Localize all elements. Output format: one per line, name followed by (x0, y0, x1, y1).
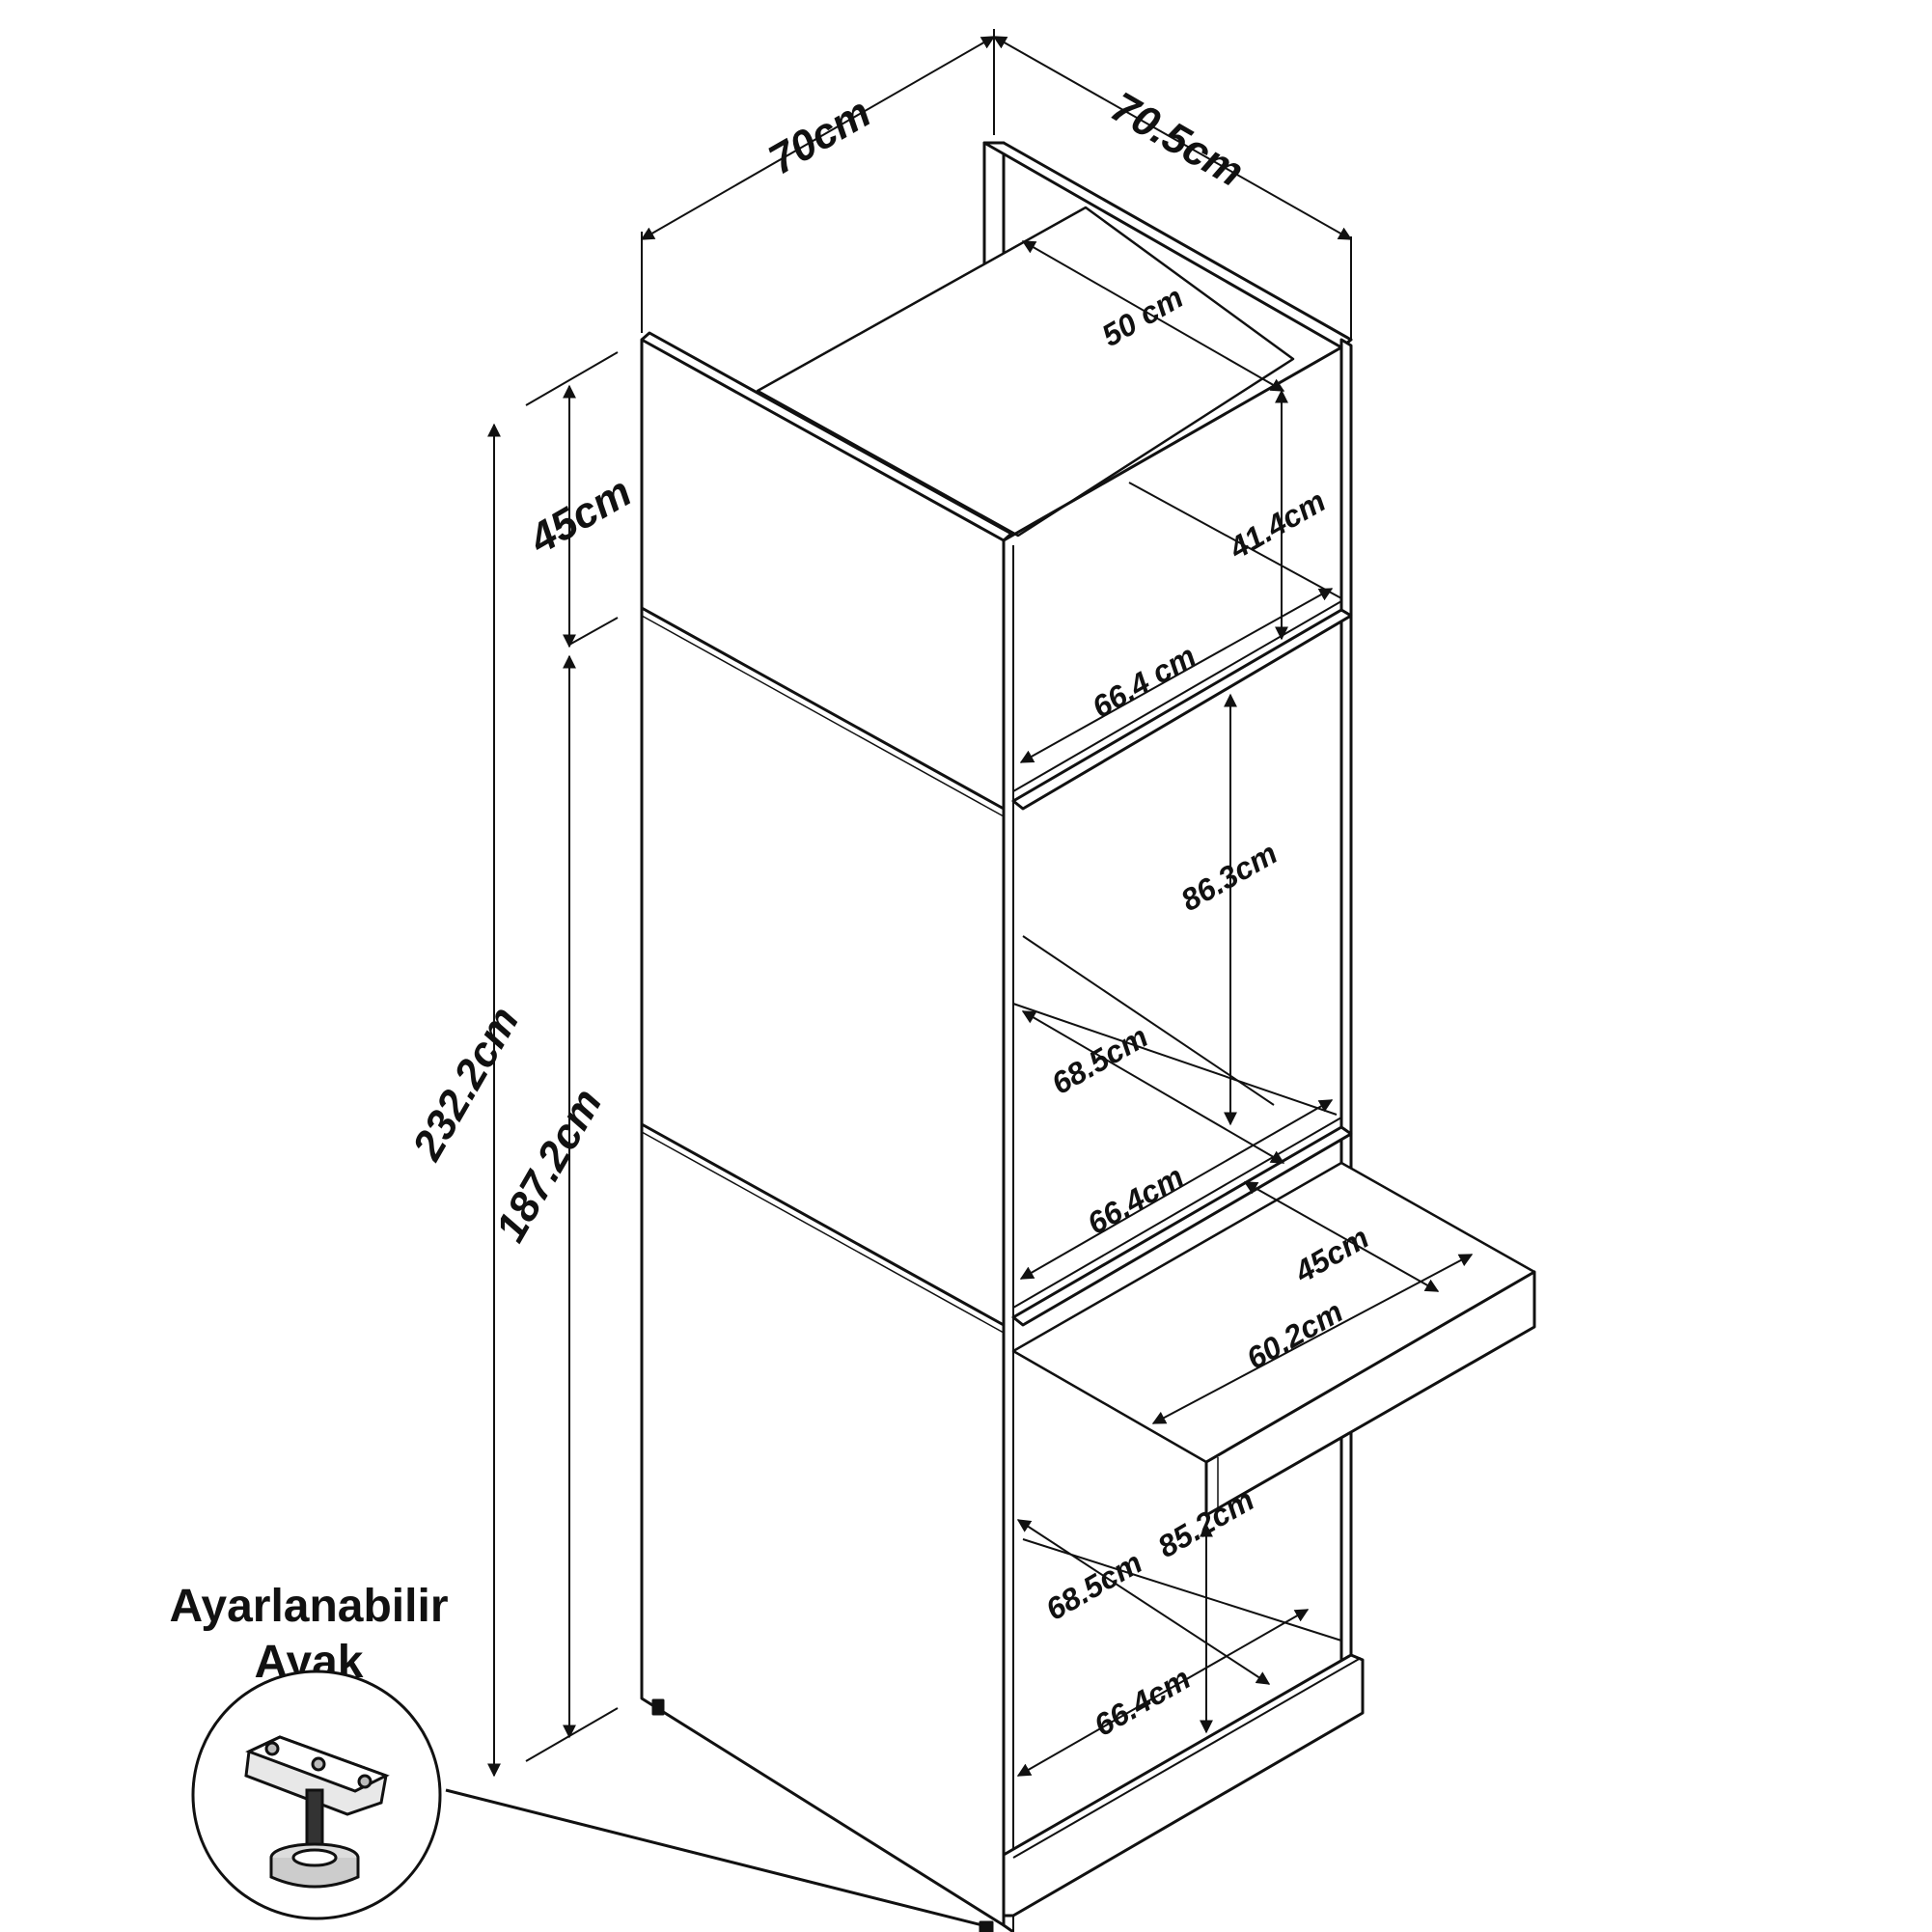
left-panel-division-1 (641, 606, 1005, 811)
label-lower-height: 187.2cm (486, 1081, 611, 1250)
dim-line-top-depth (1021, 240, 1285, 392)
dimension-lines (487, 29, 1474, 1778)
label-overall-depth: 70.5cm (1103, 83, 1252, 196)
label-top-height: 45cm (521, 468, 640, 564)
dim-line-overall-width (640, 36, 996, 240)
adjustable-foot-callout: Ayarlanabilir Ayak (169, 1581, 983, 1927)
front-frame-left (1002, 540, 1014, 1932)
label-top-inner-height: 41.4cm (1223, 483, 1332, 566)
label-middle-inner-height: 86.3cm (1175, 836, 1283, 918)
label-bottom-inner-width: 66.4cm (1089, 1661, 1197, 1743)
dim-line-overall-depth (992, 36, 1353, 240)
label-total-height: 232.2cm (403, 999, 529, 1169)
dim-line-top-width (1019, 588, 1334, 763)
label-bottom-inner-depth: 68.5cm (1040, 1545, 1148, 1627)
callout-title-line1: Ayarlanabilir (169, 1581, 448, 1632)
dim-line-middle-width (1019, 1099, 1334, 1280)
adjustable-foot-icon (244, 1735, 390, 1889)
label-overall-width: 70cm (761, 89, 879, 184)
dim-line-drawer-width (1151, 1254, 1474, 1424)
label-middle-inner-depth: 68.5cm (1046, 1019, 1154, 1101)
right-side-panel (1339, 338, 1353, 1686)
inner-depth-line-1 (1128, 482, 1342, 599)
callout-leader-line (445, 1788, 983, 1927)
left-side-panel (640, 338, 1006, 1927)
foot-front (979, 1920, 994, 1932)
cabinet-body (640, 141, 1536, 1932)
left-panel-division-2 (641, 1122, 1005, 1327)
front-top-edge (1003, 345, 1342, 542)
dim-line-bottom-width (1016, 1609, 1310, 1777)
foot-left (651, 1698, 665, 1716)
